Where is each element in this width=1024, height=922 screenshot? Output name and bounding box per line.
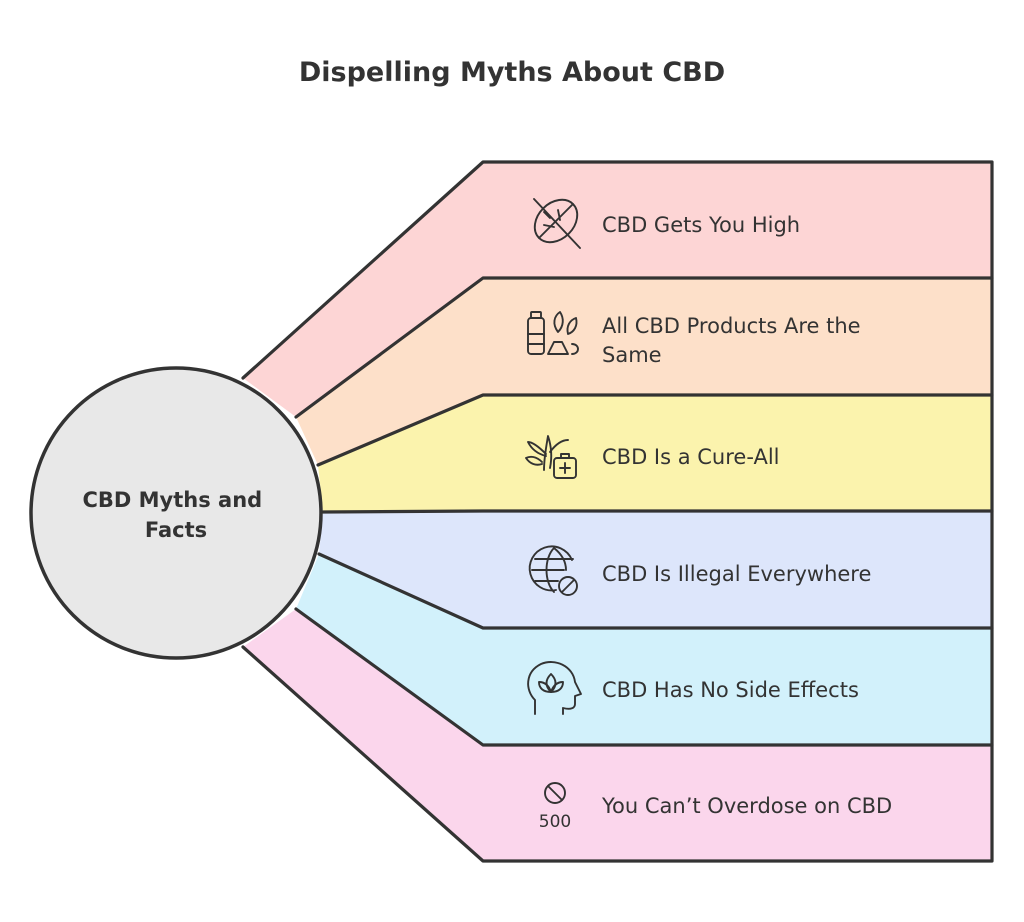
myth-label: CBD Is Illegal Everywhere — [602, 562, 871, 586]
center-label-line: CBD Myths and — [82, 488, 262, 512]
band-divider — [316, 393, 994, 467]
myth-band — [296, 554, 992, 745]
globe-ban-icon — [528, 545, 578, 596]
leaf-medkit-icon — [525, 435, 577, 479]
myth-item: CBD Is a Cure-All — [525, 435, 780, 479]
band-outlines — [241, 160, 994, 863]
no-leaf-icon — [533, 198, 581, 249]
myth-item: CBD Gets You High — [533, 198, 800, 249]
center-label-line: Facts — [145, 518, 207, 542]
myth-label: CBD Is a Cure-All — [602, 445, 780, 469]
myth-label-line: CBD Has No Side Effects — [602, 678, 859, 702]
band-divider — [294, 276, 994, 419]
band-divider — [317, 552, 994, 630]
myth-band — [319, 511, 992, 628]
myth-label-line: All CBD Products Are the — [602, 314, 861, 338]
diagram-title: Dispelling Myths About CBD — [299, 57, 725, 88]
band-divider — [294, 607, 994, 747]
no-500-icon: 500 — [539, 782, 571, 832]
center-circle — [29, 366, 323, 660]
myth-list: CBD Gets You High All CBD Products Are t… — [525, 198, 892, 832]
myth-band — [243, 162, 992, 417]
myth-label: You Can’t Overdose on CBD — [601, 794, 892, 818]
band-fills — [243, 162, 992, 861]
center-label: CBD Myths and Facts — [82, 488, 269, 542]
head-lotus-icon — [527, 661, 582, 715]
myth-label: CBD Has No Side Effects — [602, 678, 859, 702]
myth-label-line: CBD Is Illegal Everywhere — [602, 562, 871, 586]
myth-item: 500 You Can’t Overdose on CBD — [539, 782, 892, 832]
products-icon — [527, 311, 579, 355]
myth-label: CBD Gets You High — [602, 213, 800, 237]
myth-item: CBD Has No Side Effects — [527, 661, 859, 715]
center-node: CBD Myths and Facts — [29, 366, 323, 660]
myth-label-line: CBD Gets You High — [602, 213, 800, 237]
myth-item: All CBD Products Are the Same — [527, 311, 867, 367]
myth-band — [243, 609, 992, 861]
myth-label: All CBD Products Are the Same — [602, 314, 867, 367]
myth-label-line: Same — [602, 343, 662, 367]
myth-band — [296, 278, 992, 465]
icon-number: 500 — [539, 812, 571, 832]
myth-band — [318, 395, 992, 512]
myth-label-line: You Can’t Overdose on CBD — [601, 794, 892, 818]
myth-item: CBD Is Illegal Everywhere — [528, 545, 871, 596]
myth-label-line: CBD Is a Cure-All — [602, 445, 780, 469]
band-divider — [321, 509, 994, 514]
